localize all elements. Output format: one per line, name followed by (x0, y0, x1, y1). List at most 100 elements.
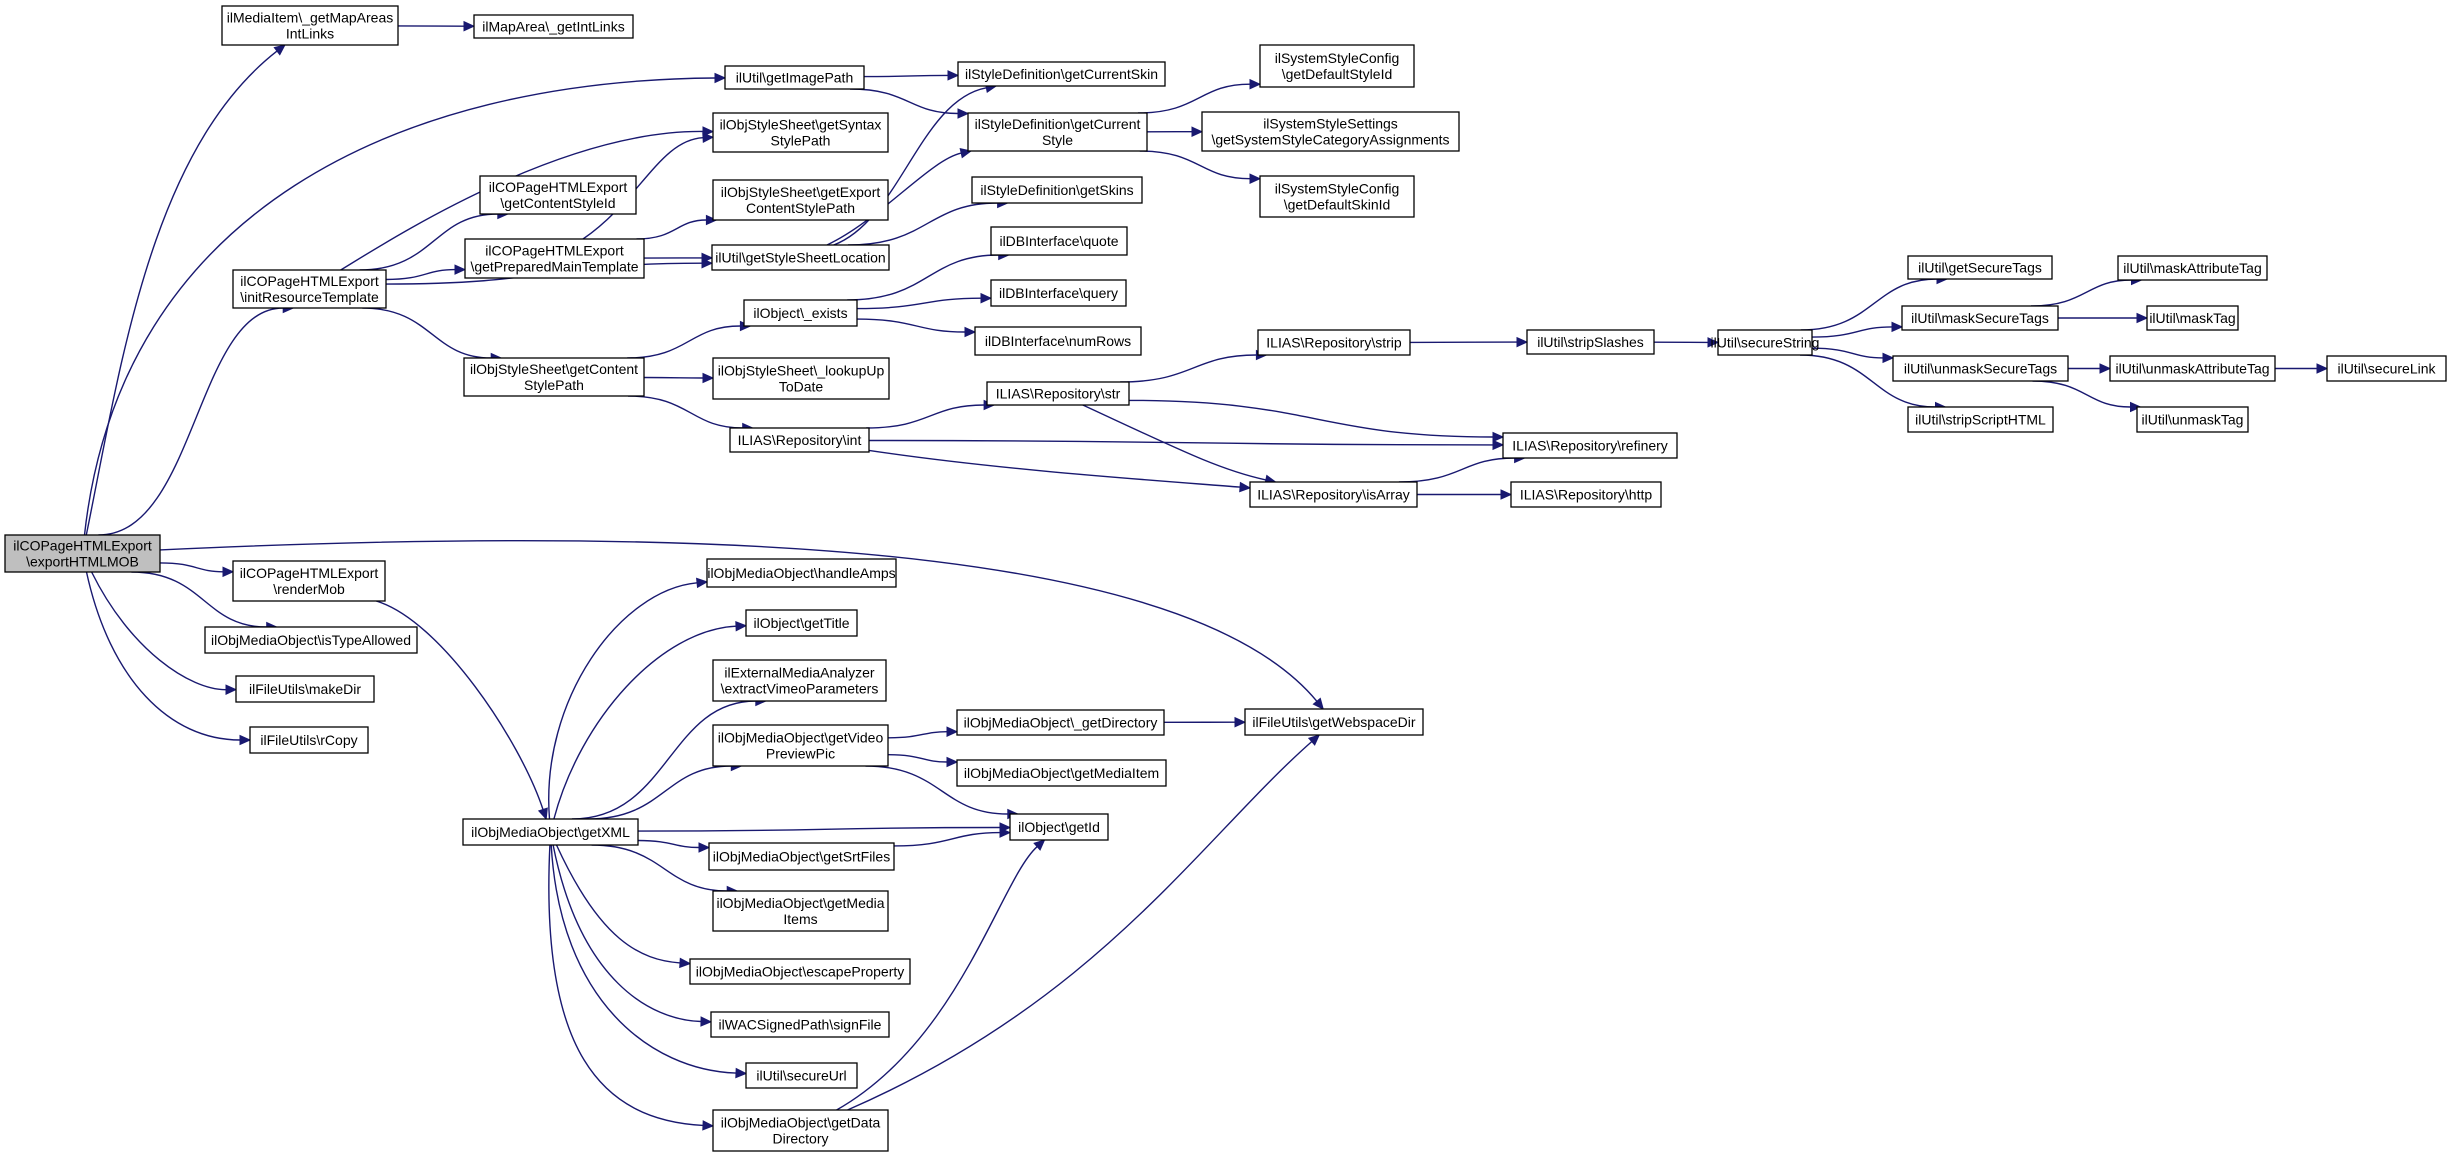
node-getSrtFiles[interactable]: ilObjMediaObject\getSrtFiles (708, 842, 895, 871)
node-refinery[interactable]: ILIAS\Repository\refinery (1502, 432, 1678, 459)
edge-line (588, 765, 732, 820)
node-label: ilUtil\maskTag (2149, 310, 2235, 326)
node-http[interactable]: ILIAS\Repository\http (1510, 481, 1662, 508)
node-query[interactable]: ilDBInterface\query (990, 279, 1127, 307)
node-stripScriptHTML[interactable]: ilUtil\stripScriptHTML (1907, 406, 2054, 433)
node-getSystemStyleCategoryAssignments[interactable]: ilSystemStyleSettings\getSystemStyleCate… (1201, 111, 1460, 152)
node-label: ilExternalMediaAnalyzer (724, 665, 875, 681)
node-label: ilStyleDefinition\getCurrentSkin (965, 66, 1158, 82)
edge-repoStrip-to-stripSlashes (1409, 336, 1529, 348)
node-numRows[interactable]: ilDBInterface\numRows (974, 326, 1142, 356)
node-secureLink[interactable]: ilUtil\secureLink (2326, 355, 2447, 382)
edge-line (159, 539, 1318, 702)
node-secureUrl[interactable]: ilUtil\secureUrl (745, 1062, 858, 1089)
edge-line (847, 741, 1313, 1111)
node-box (232, 560, 386, 602)
node-getContentStyleId[interactable]: ilCOPageHTMLExport\getContentStyleId (479, 175, 637, 215)
edge-unmaskAttributeTag-to-secureLink (2275, 363, 2329, 374)
edge-line (98, 307, 284, 536)
node-maskAttributeTag[interactable]: ilUtil\maskAttributeTag (2117, 255, 2268, 281)
node-label: PreviewPic (766, 746, 835, 762)
node-box (473, 14, 634, 39)
node-getCurrentSkin[interactable]: ilStyleDefinition\getCurrentSkin (957, 61, 1166, 87)
edge-getXML-to-handleAmps (548, 577, 709, 820)
edge-line (1811, 347, 1884, 359)
node-handleAmps[interactable]: ilObjMediaObject\handleAmps (706, 558, 897, 588)
node-getDirectory[interactable]: ilObjMediaObject\_getDirectory (956, 709, 1165, 736)
edge-getCurrentStyle-to-getSystemStyleCategoryAssignments (1146, 126, 1204, 137)
node-unmaskAttributeTag[interactable]: ilUtil\unmaskAttributeTag (2109, 355, 2276, 382)
node-quote[interactable]: ilDBInterface\quote (990, 226, 1128, 256)
node-mapGetIntLinks[interactable]: ilMapArea\_getIntLinks (473, 14, 634, 39)
node-box (2117, 255, 2268, 281)
node-getMediaItem[interactable]: ilObjMediaObject\getMediaItem (956, 759, 1167, 787)
node-getTitle[interactable]: ilObject\getTitle (745, 609, 858, 637)
arrowhead (1249, 173, 1262, 184)
node-stripSlashes[interactable]: ilUtil\stripSlashes (1526, 329, 1655, 355)
edge-line (637, 839, 700, 849)
node-getWebspaceDir[interactable]: ilFileUtils\getWebspaceDir (1244, 708, 1424, 736)
node-box (990, 279, 1127, 307)
node-initResourceTemplate[interactable]: ilCOPageHTMLExport\initResourceTemplate (232, 269, 387, 309)
node-box (957, 61, 1166, 87)
arrowhead (735, 1067, 748, 1079)
node-getSecureTags[interactable]: ilUtil\getSecureTags (1907, 255, 2053, 280)
node-label: ILIAS\Repository\http (1520, 487, 1653, 503)
edge-objectExists-to-numRows (856, 318, 977, 338)
node-label: ilDBInterface\numRows (985, 333, 1131, 349)
node-box (712, 659, 887, 702)
edge-getVideoPreviewPic-to-getMediaItem (887, 754, 959, 768)
node-escapeProperty[interactable]: ilObjMediaObject\escapeProperty (689, 958, 911, 985)
node-getDefaultSkinId[interactable]: ilSystemStyleConfig\getDefaultSkinId (1259, 175, 1415, 218)
edge-secureString-to-unmaskSecureTags (1811, 347, 1895, 364)
arrowhead (1882, 352, 1895, 364)
node-root[interactable]: ilCOPageHTMLExport\exportHTMLMOB (4, 534, 161, 573)
edge-line (866, 404, 985, 429)
node-repoStr[interactable]: ILIAS\Repository\str (986, 381, 1130, 406)
node-isTypeAllowed[interactable]: ilObjMediaObject\isTypeAllowed (204, 626, 418, 654)
edge-isArray-to-http (1417, 489, 1513, 500)
node-getStyleSheetLocation[interactable]: ilUtil\getStyleSheetLocation (711, 244, 890, 271)
node-getImagePath[interactable]: ilUtil\getImagePath (724, 65, 865, 90)
node-secureString[interactable]: ilUtil\secureString (1711, 329, 1820, 356)
arrowhead (702, 132, 715, 143)
node-renderMob[interactable]: ilCOPageHTMLExport\renderMob (232, 560, 386, 602)
node-rCopy[interactable]: ilFileUtils\rCopy (249, 726, 369, 754)
edge-line (868, 449, 1241, 488)
node-repoInt[interactable]: ILIAS\Repository\int (729, 427, 870, 453)
node-getExportContentStylePath[interactable]: ilObjStyleSheet\getExportContentStylePat… (712, 179, 889, 221)
edge-getCurrentStyle-to-getDefaultSkinId (1139, 150, 1262, 184)
node-unmaskTag[interactable]: ilUtil\unmaskTag (2136, 406, 2249, 433)
node-getXML[interactable]: ilObjMediaObject\getXML (462, 818, 639, 846)
node-maskSecureTags[interactable]: ilUtil\maskSecureTags (1901, 305, 2059, 331)
node-getPreparedMainTemplate[interactable]: ilCOPageHTMLExport\getPreparedMainTempla… (464, 238, 645, 279)
arrowhead (702, 372, 715, 384)
node-isArray[interactable]: ILIAS\Repository\isArray (1249, 481, 1418, 508)
node-getSkins[interactable]: ilStyleDefinition\getSkins (971, 176, 1143, 204)
node-repoStrip[interactable]: ILIAS\Repository\strip (1257, 329, 1411, 356)
node-getId[interactable]: ilObject\getId (1009, 813, 1109, 841)
node-unmaskSecureTags[interactable]: ilUtil\unmaskSecureTags (1892, 355, 2069, 382)
edge-root-to-getMapAreasIntLinks (85, 44, 286, 536)
edge-objectExists-to-query (856, 292, 993, 310)
node-box (971, 176, 1143, 204)
node-box (1901, 305, 2059, 331)
node-objectExists[interactable]: ilObject\_exists (743, 299, 858, 327)
node-getDefaultStyleId[interactable]: ilSystemStyleConfig\getDefaultStyleId (1259, 44, 1415, 88)
node-label: ilObjStyleSheet\getSyntax (720, 117, 882, 133)
node-signFile[interactable]: ilWACSignedPath\signFile (710, 1011, 890, 1038)
node-makeDir[interactable]: ilFileUtils\makeDir (235, 675, 375, 703)
node-box (708, 842, 895, 871)
arrowhead (1312, 697, 1324, 710)
edge-getXML-to-escapeProperty (555, 844, 692, 969)
node-extractVimeoParameters[interactable]: ilExternalMediaAnalyzer\extractVimeoPara… (712, 659, 887, 702)
node-maskTag[interactable]: ilUtil\maskTag (2146, 305, 2239, 331)
